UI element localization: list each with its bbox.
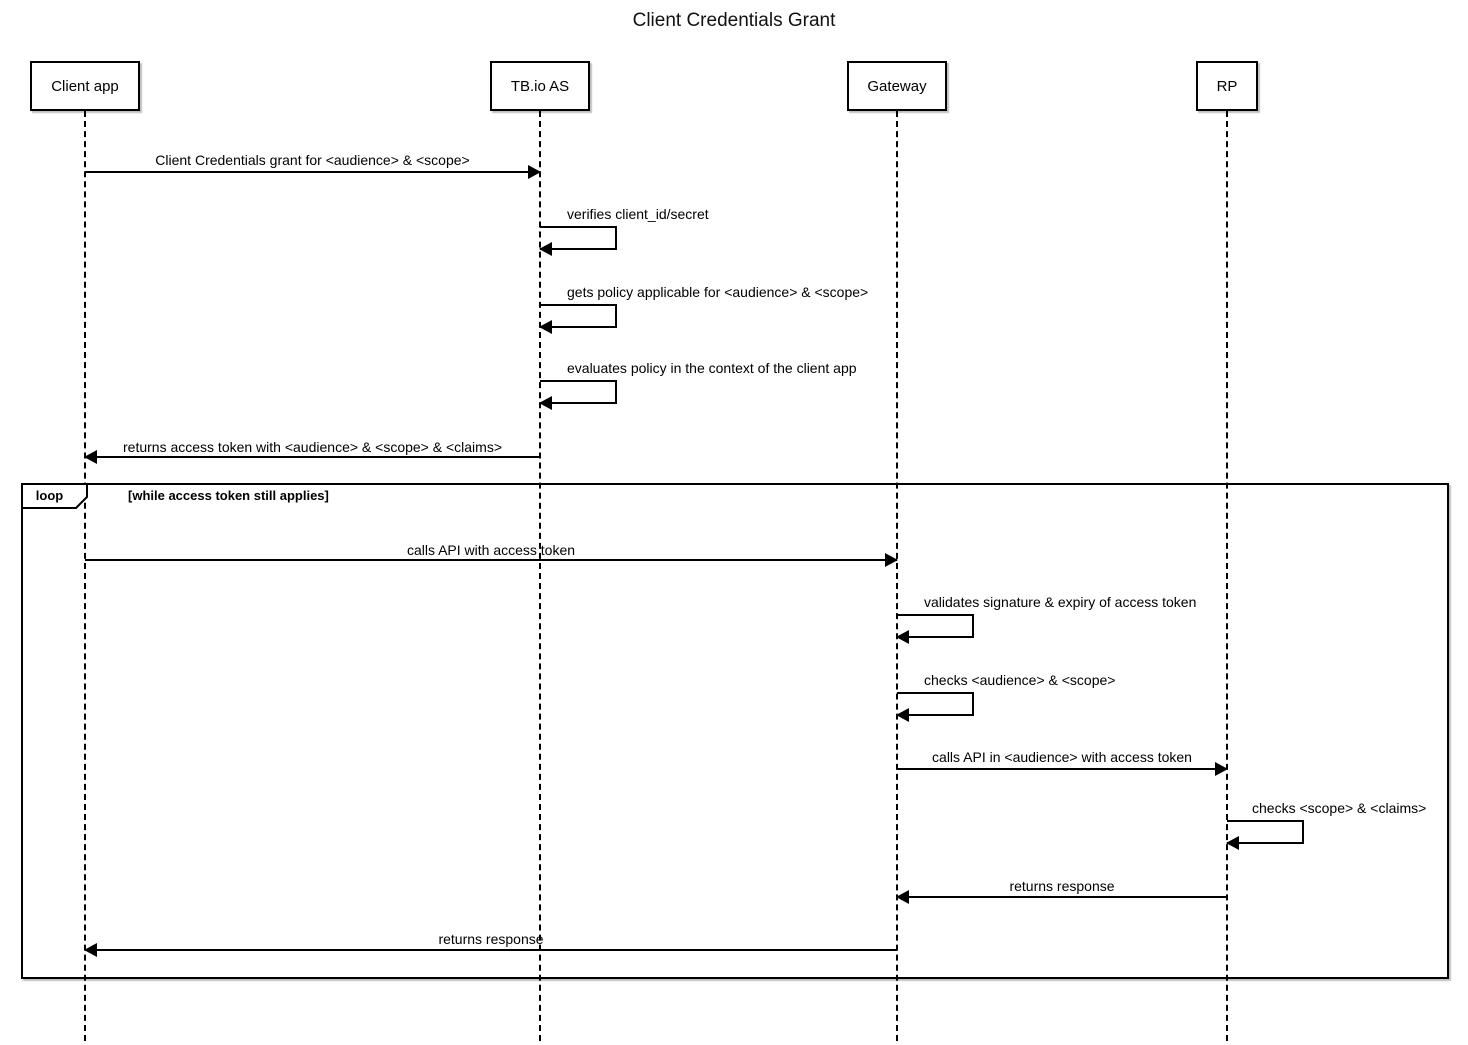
message-label-grant-request: Client Credentials grant for <audience> … <box>155 152 470 168</box>
lifeline-rp <box>1226 111 1228 1041</box>
arrowhead-left-icon <box>84 943 97 957</box>
lifeline-gateway <box>896 111 898 1041</box>
self-message-evaluates-policy <box>539 380 617 410</box>
message-label-evaluates-policy: evaluates policy in the context of the c… <box>567 360 857 376</box>
message-label-checks-scope: checks <scope> & <claims> <box>1252 800 1427 816</box>
message-label-calls-api: calls API with access token <box>406 542 576 558</box>
message-label-validates-signature: validates signature & expiry of access t… <box>924 594 1197 610</box>
loop-operator-label: loop <box>35 488 64 503</box>
arrowhead-left-icon <box>539 242 552 256</box>
message-label-verifies-client: verifies client_id/secret <box>567 206 709 222</box>
participant-label: RP <box>1216 77 1238 95</box>
message-arrow-returns-response-gateway <box>84 943 897 957</box>
arrowhead-right-icon <box>885 553 898 567</box>
arrowhead-left-icon <box>896 630 909 644</box>
participant-client-app: Client app <box>30 61 140 111</box>
arrowhead-left-icon <box>84 450 97 464</box>
message-arrow-returns-token <box>84 450 540 464</box>
participant-gateway: Gateway <box>847 61 947 111</box>
message-arrow-calls-api <box>85 553 898 567</box>
message-label-returns-token: returns access token with <audience> & <… <box>123 439 502 455</box>
message-label-calls-api-audience: calls API in <audience> with access toke… <box>932 749 1192 765</box>
self-message-checks-scope <box>1226 820 1304 850</box>
message-label-returns-response-rp: returns response <box>1009 878 1115 894</box>
participant-label: TB.io AS <box>510 77 570 95</box>
message-arrow-calls-api-audience <box>897 762 1228 776</box>
arrowhead-left-icon <box>539 320 552 334</box>
loop-guard-condition: [while access token still applies] <box>128 488 329 503</box>
loop-fragment: loop [while access token still applies] <box>21 483 1449 979</box>
arrowhead-left-icon <box>539 396 552 410</box>
diagram-title: Client Credentials Grant <box>632 10 836 31</box>
self-message-verifies-client <box>539 226 617 256</box>
message-arrow-grant-request <box>85 165 541 179</box>
lifeline-tbio-as <box>539 111 541 1041</box>
participant-label: Gateway <box>867 77 927 95</box>
message-label-gets-policy: gets policy applicable for <audience> & … <box>567 284 869 300</box>
arrowhead-left-icon <box>896 708 909 722</box>
lifeline-client-app <box>84 111 86 1041</box>
participant-label: Client app <box>51 77 119 95</box>
self-message-checks-audience <box>896 692 974 722</box>
self-message-validates-signature <box>896 614 974 644</box>
message-label-checks-audience: checks <audience> & <scope> <box>924 672 1116 688</box>
loop-tab-shape <box>21 483 88 509</box>
arrowhead-right-icon <box>528 165 541 179</box>
participant-rp: RP <box>1196 61 1258 111</box>
arrowhead-left-icon <box>1226 836 1239 850</box>
message-label-returns-response-gateway: returns response <box>438 931 544 947</box>
arrowhead-right-icon <box>1215 762 1228 776</box>
message-arrow-returns-response-rp <box>896 890 1227 904</box>
arrowhead-left-icon <box>896 890 909 904</box>
participant-tbio-as: TB.io AS <box>490 61 590 111</box>
self-message-gets-policy <box>539 304 617 334</box>
